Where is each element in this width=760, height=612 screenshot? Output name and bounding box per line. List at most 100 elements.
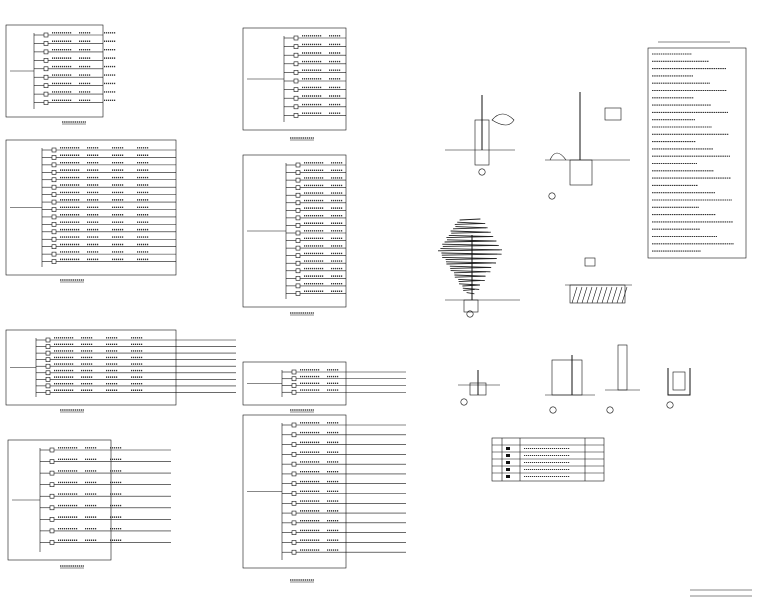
breaker-symbol — [295, 253, 301, 258]
breaker-symbol — [49, 470, 55, 476]
foliage-hatch — [466, 292, 475, 295]
breaker-symbol — [293, 44, 299, 49]
breaker-symbol — [49, 447, 55, 453]
detail-trench-section — [565, 257, 632, 304]
foliage-hatch — [453, 271, 487, 274]
breaker-symbol — [291, 461, 297, 467]
mid-panel-2 — [242, 154, 347, 308]
detail-grounding-pit — [666, 368, 691, 409]
breaker-symbol — [295, 268, 301, 274]
soil-hatch — [576, 286, 583, 304]
breaker-symbol — [45, 390, 51, 395]
breaker-symbol — [45, 344, 51, 349]
breaker-symbol — [291, 481, 297, 487]
breaker-symbol — [293, 87, 299, 92]
foliage-hatch — [437, 249, 503, 252]
breaker-symbol — [295, 185, 301, 190]
breaker-symbol — [295, 283, 301, 289]
breaker-symbol — [45, 383, 51, 389]
breaker-symbol — [295, 215, 301, 221]
breaker-symbol — [51, 192, 57, 197]
breaker-symbol — [291, 471, 297, 477]
breaker-symbol — [49, 540, 55, 545]
left-panel-3 — [5, 329, 236, 406]
breaker-symbol — [295, 208, 301, 213]
breaker-symbol — [51, 199, 57, 205]
detail-cabinet-foundation — [605, 344, 640, 414]
breaker-symbol — [43, 41, 49, 46]
notes-block — [647, 41, 747, 259]
breaker-symbol — [49, 505, 55, 511]
breaker-symbol — [291, 369, 297, 375]
legend-symbol — [506, 461, 510, 464]
breaker-symbol — [293, 52, 299, 58]
foliage-hatch — [446, 236, 492, 239]
breaker-symbol — [51, 251, 57, 257]
soil-hatch — [591, 286, 598, 304]
breaker-symbol — [51, 259, 57, 264]
breaker-symbol — [49, 459, 55, 464]
breaker-symbol — [51, 170, 57, 175]
breaker-symbol — [291, 422, 297, 428]
foliage-hatch — [444, 240, 497, 243]
breaker-symbol — [295, 223, 301, 228]
breaker-symbol — [45, 350, 51, 356]
breaker-symbol — [49, 528, 55, 534]
breaker-symbol — [293, 35, 299, 41]
breaker-symbol — [51, 147, 57, 153]
breaker-symbol — [51, 236, 57, 242]
breaker-symbol — [291, 520, 297, 526]
detail-lamp-foundation-2 — [545, 92, 630, 200]
breaker-symbol — [295, 276, 301, 281]
foliage-hatch — [441, 253, 498, 256]
left-panel-4 — [7, 439, 171, 561]
breaker-symbol — [43, 91, 49, 97]
foliage-hatch — [451, 231, 491, 234]
legend-symbol — [506, 468, 510, 471]
breaker-symbol — [291, 491, 297, 496]
breaker-symbol — [51, 184, 57, 190]
breaker-symbol — [51, 229, 57, 235]
breaker-symbol — [49, 482, 55, 487]
foliage-hatch — [454, 222, 486, 225]
breaker-symbol — [295, 200, 301, 206]
foliage-hatch — [450, 266, 491, 269]
breaker-symbol — [49, 517, 55, 522]
foliage-hatch — [446, 262, 492, 265]
mid-panel-1 — [242, 27, 347, 131]
breaker-symbol — [43, 66, 49, 72]
breaker-symbol — [291, 383, 297, 388]
foliage-hatch — [463, 288, 475, 291]
soil-hatch — [586, 286, 593, 304]
breaker-symbol — [291, 432, 297, 438]
breaker-symbol — [291, 442, 297, 447]
breaker-symbol — [291, 510, 297, 516]
breaker-symbol — [291, 389, 297, 395]
mid-panel-3 — [242, 361, 406, 406]
breaker-symbol — [293, 78, 299, 84]
breaker-symbol — [291, 452, 297, 457]
soil-hatch — [616, 286, 623, 304]
mid-panel-4 — [242, 414, 406, 569]
foliage-hatch — [442, 244, 498, 247]
breaker-symbol — [291, 376, 297, 382]
breaker-symbol — [295, 238, 301, 243]
foliage-hatch — [459, 218, 481, 221]
breaker-symbol — [295, 177, 301, 183]
breaker-symbol — [293, 70, 299, 75]
detail-lamp-foundation-1 — [445, 95, 515, 176]
breaker-symbol — [293, 95, 299, 101]
breaker-symbol — [293, 104, 299, 110]
foliage-hatch — [462, 287, 480, 290]
breaker-symbol — [51, 177, 57, 183]
soil-hatch — [606, 286, 613, 304]
detail-pole-base — [458, 370, 500, 406]
title-block — [690, 589, 752, 597]
breaker-symbol — [295, 260, 301, 266]
breaker-symbol — [295, 230, 301, 236]
breaker-symbol — [43, 58, 49, 63]
left-panel-1 — [5, 24, 116, 118]
legend-symbol — [506, 454, 510, 457]
breaker-symbol — [49, 493, 55, 499]
